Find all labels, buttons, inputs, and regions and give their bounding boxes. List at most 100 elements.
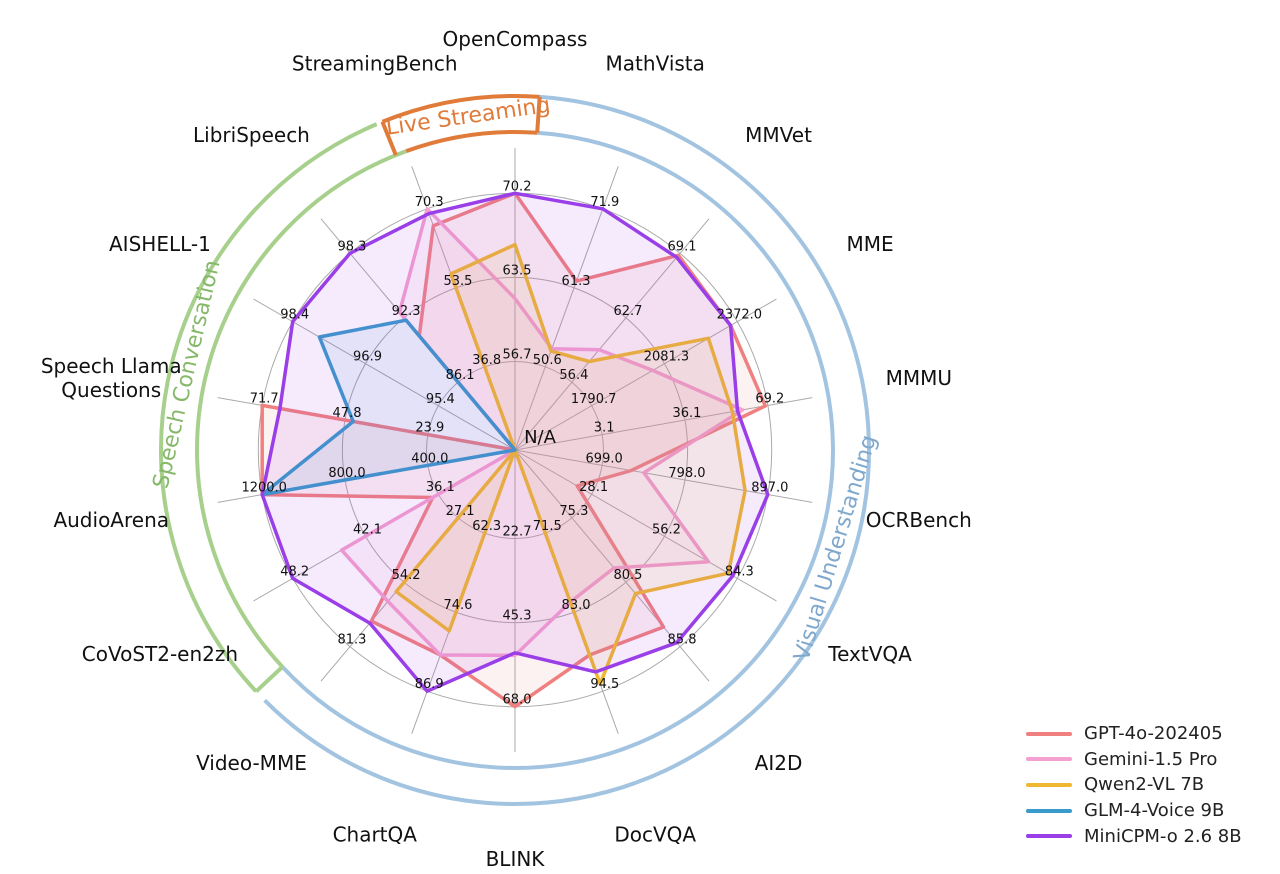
spoke — [253, 298, 516, 451]
legend-label: Qwen2-VL 7B — [1084, 774, 1205, 796]
arc-speech-2 — [159, 122, 378, 693]
series-3-polygon — [394, 242, 747, 686]
axis-label: MME — [846, 232, 893, 256]
legend-swatch — [1026, 834, 1072, 839]
center-label: N/A — [524, 427, 557, 448]
tick-label: 47.8 — [333, 406, 362, 421]
tick-label: 2081.3 — [644, 350, 690, 365]
tick-label: 23.9 — [415, 421, 444, 436]
tick-label: 54.2 — [392, 568, 421, 583]
legend-swatch — [1026, 808, 1072, 813]
tick-label: 75.3 — [559, 504, 588, 519]
axis-label: DocVQA — [614, 822, 696, 846]
tick-label: 86.9 — [415, 677, 444, 692]
tick-label: 98.4 — [280, 308, 309, 323]
tick-label: 56.7 — [503, 348, 532, 363]
tick-label: 62.7 — [613, 304, 642, 319]
axis-label: AISHELL-1 — [109, 232, 211, 256]
legend-swatch — [1026, 731, 1072, 736]
legend-label: GLM-4-Voice 9B — [1084, 800, 1225, 822]
legend-swatch — [1026, 782, 1072, 787]
tick-label: 50.6 — [533, 353, 562, 368]
tick-label: 71.9 — [590, 195, 619, 210]
tick-label: 2372.0 — [717, 308, 763, 323]
arc-live-edge — [380, 121, 398, 156]
tick-label: 61.3 — [562, 274, 591, 289]
tick-label: 83.0 — [562, 598, 591, 613]
tick-label: 69.1 — [668, 239, 697, 254]
legend-item: Qwen2-VL 7B — [1026, 772, 1242, 798]
axis-label: StreamingBench — [292, 51, 458, 75]
legend-label: MiniCPM-o 2.6 8B — [1084, 825, 1242, 847]
tick-label: 28.1 — [579, 480, 608, 495]
arc-speech-end — [254, 665, 284, 693]
series-5-polygon — [260, 191, 770, 693]
tick-label: 86.1 — [446, 368, 475, 383]
axis-label: Video-MME — [196, 751, 307, 775]
legend-item: Gemini-1.5 Pro — [1026, 747, 1242, 773]
tick-label: 95.4 — [426, 392, 455, 407]
tick-label: 74.6 — [443, 598, 472, 613]
arc-visual-outer-2 — [263, 94, 871, 806]
tick-label: 70.3 — [415, 195, 444, 210]
axis-label: CoVoST2-en2zh — [82, 642, 238, 666]
axis-label: BLINK — [486, 847, 546, 871]
tick-label: 36.1 — [426, 480, 455, 495]
tick-label: 84.3 — [725, 564, 754, 579]
arc-live — [405, 130, 538, 154]
axis-label: TextVQA — [827, 642, 912, 666]
axis-label: MMMU — [886, 365, 952, 389]
spoke — [514, 298, 777, 451]
tick-label: 3.1 — [594, 421, 615, 436]
tick-label: 53.5 — [443, 274, 472, 289]
axis-label: AI2D — [755, 751, 803, 775]
spoke — [514, 449, 813, 503]
axis-label: LibriSpeech — [193, 122, 310, 146]
legend-label: Gemini-1.5 Pro — [1084, 748, 1218, 770]
legend-item: GLM-4-Voice 9B — [1026, 798, 1242, 824]
tick-label: 42.1 — [353, 522, 382, 537]
tick-label: 36.1 — [673, 406, 702, 421]
tick-label: 36.8 — [472, 353, 501, 368]
tick-label: 699.0 — [586, 451, 623, 466]
tick-label: 71.5 — [533, 519, 562, 534]
axis-label: ChartQA — [333, 822, 418, 846]
tick-label: 27.1 — [446, 504, 475, 519]
arc-visual-outer — [280, 130, 835, 770]
tick-label: 400.0 — [411, 451, 448, 466]
group-label-visual: Visual Understanding — [790, 432, 883, 664]
tick-label: 45.3 — [503, 609, 532, 624]
tick-label: 63.5 — [503, 263, 532, 278]
tick-label: 48.2 — [280, 564, 309, 579]
legend-swatch — [1026, 757, 1072, 762]
tick-label: 800.0 — [328, 466, 365, 481]
tick-label: 92.3 — [392, 304, 421, 319]
axis-label: MathVista — [606, 51, 705, 75]
axis-label: AudioArena — [53, 508, 169, 532]
tick-label: 1790.7 — [571, 392, 617, 407]
tick-label: 69.2 — [755, 391, 784, 406]
tick-label: 96.9 — [353, 350, 382, 365]
tick-label: 98.3 — [338, 239, 367, 254]
axis-label: OCRBench — [866, 508, 972, 532]
tick-label: 80.5 — [613, 568, 642, 583]
tick-label: 71.7 — [250, 391, 279, 406]
legend-item: GPT-4o-202405 — [1026, 721, 1242, 747]
legend-label: GPT-4o-202405 — [1084, 723, 1223, 745]
tick-label: 56.4 — [559, 368, 588, 383]
tick-label: 94.5 — [590, 677, 619, 692]
arc-speech — [195, 149, 407, 669]
tick-label: 81.3 — [338, 633, 367, 648]
arc-live-edge — [535, 96, 542, 133]
tick-label: 22.7 — [503, 524, 532, 539]
series-4-polygon — [260, 318, 517, 497]
tick-label: 85.8 — [668, 633, 697, 648]
legend-item: MiniCPM-o 2.6 8B — [1026, 823, 1242, 849]
spoke — [514, 166, 619, 451]
arc-live-2 — [381, 94, 540, 124]
axis-label: OpenCompass — [443, 27, 588, 51]
tick-label: 798.0 — [668, 466, 705, 481]
